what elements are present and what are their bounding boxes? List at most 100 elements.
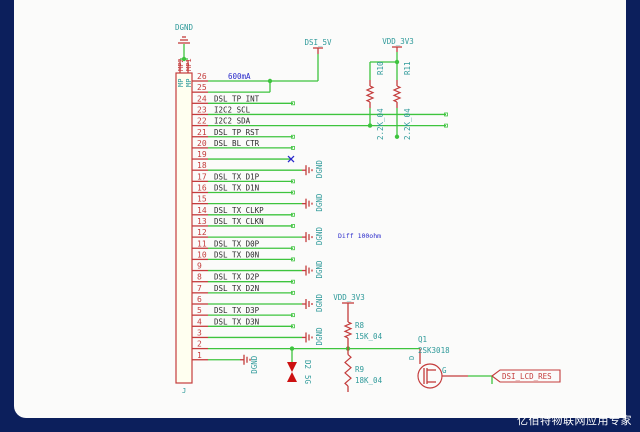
pin-number-5: 5 — [197, 306, 202, 315]
pin-number-26: 26 — [197, 72, 207, 81]
wire-end-marker — [291, 101, 295, 106]
current-annotation: 600mA — [228, 72, 251, 81]
mp-label: MP — [185, 79, 193, 87]
pin-number-19: 19 — [197, 150, 207, 159]
net-label-dsl_tx_d1n: DSL_TX_D1N — [214, 184, 259, 193]
r9-ref: R9 — [355, 365, 364, 374]
wire-end-marker — [291, 257, 295, 262]
net-label-dsl_tx_d2p: DSL_TX_D2P — [214, 273, 260, 282]
pin-number-9: 9 — [197, 262, 202, 271]
dgnd-label: DGND — [315, 160, 324, 179]
vdd-3v3-label: VDD_3V3 — [333, 293, 365, 302]
pin-number-16: 16 — [197, 184, 207, 193]
diff-impedance-note: Diff 100ohm — [338, 232, 381, 240]
net-label-dsl_tx_clkp: DSL_TX_CLKP — [214, 206, 264, 215]
wire-end-marker — [291, 179, 295, 184]
q1-value: 2SK3018 — [418, 346, 450, 355]
pin-number-11: 11 — [197, 239, 207, 248]
pin-number-23: 23 — [197, 105, 207, 114]
net-label-dsl_tx_d3p: DSL_TX_D3P — [214, 306, 260, 315]
r10-ref: R10 — [376, 61, 385, 75]
q1-gate-label: G — [442, 366, 447, 375]
wire-end-marker — [444, 123, 448, 128]
r11-body — [392, 85, 402, 103]
pin-number-8: 8 — [197, 273, 202, 282]
r10-value: 2.2K_04 — [376, 108, 385, 140]
junction-dot — [367, 123, 373, 128]
mp1-pin-label: MP1 — [185, 58, 193, 71]
mp2-pin-label: MP2 — [177, 58, 185, 71]
dgnd-label: DGND — [250, 355, 259, 374]
r11-ref: R11 — [403, 61, 412, 75]
tvs-diode-icon — [287, 372, 297, 382]
vdd-3v3-label: VDD_3V3 — [382, 37, 414, 46]
pin-number-12: 12 — [197, 228, 207, 237]
junction-dot — [394, 134, 400, 139]
dgnd-power-label: DGND — [175, 23, 194, 32]
net-label-dsl_tp_int: DSL_TP_INT — [214, 94, 260, 103]
pin-number-17: 17 — [197, 172, 207, 181]
wire-end-marker — [291, 145, 295, 150]
dgnd-label: DGND — [315, 193, 324, 212]
dsi-5v-label: DSI_5V — [304, 38, 332, 47]
r8-ref: R8 — [355, 321, 365, 330]
pin-number-25: 25 — [197, 83, 207, 92]
pin-number-3: 3 — [197, 328, 202, 337]
wire-end-marker — [291, 190, 295, 195]
wire-end-marker — [444, 112, 448, 117]
hier-label-box — [491, 369, 561, 383]
wire-end-marker — [291, 290, 295, 295]
r9-value: 18K_04 — [355, 376, 383, 385]
pin-number-10: 10 — [197, 250, 207, 259]
q1-drain-label: D — [408, 356, 416, 360]
r8-body — [343, 321, 353, 339]
watermark: 亿佰特物联网应用专家 — [517, 414, 632, 427]
net-label-i2c2_sda: I2C2_SDA — [214, 117, 251, 126]
connector-body — [175, 72, 193, 384]
r10-body — [365, 85, 375, 103]
wire-end-marker — [291, 279, 295, 284]
r8-value: 15K_04 — [355, 332, 383, 341]
net-label-dsl_tx_d1p: DSL_TX_D1P — [214, 172, 260, 181]
net-label-dsl_tp_rst: DSL_TP_RST — [214, 128, 260, 137]
dgnd-label: DGND — [315, 227, 324, 246]
junction-dot — [181, 56, 187, 62]
pin-number-14: 14 — [197, 206, 207, 215]
mosfet-icon — [417, 363, 443, 389]
connector-ref: J — [182, 387, 186, 395]
wire-end-marker — [291, 324, 295, 329]
no-connect-icon — [287, 155, 295, 163]
pin-number-21: 21 — [197, 128, 207, 137]
d2-ref: D2 — [303, 360, 312, 369]
tvs-diode-icon — [287, 362, 297, 372]
junction-dot — [289, 346, 295, 351]
mp-label: MP — [177, 79, 185, 87]
pin-number-18: 18 — [197, 161, 207, 170]
net-label-dsl_tx_d0n: DSL_TX_D0N — [214, 250, 259, 259]
wire-end-marker — [291, 313, 295, 318]
pin-number-2: 2 — [197, 340, 202, 349]
pin-number-1: 1 — [197, 351, 202, 360]
pin-number-15: 15 — [197, 195, 207, 204]
pin-number-13: 13 — [197, 217, 207, 226]
pin-number-22: 22 — [197, 117, 207, 126]
pin-number-4: 4 — [197, 317, 202, 326]
pin-number-7: 7 — [197, 284, 202, 293]
wire-end-marker — [291, 246, 295, 251]
net-label-dsl_tx_d2n: DSL_TX_D2N — [214, 284, 259, 293]
net-label-dsl_bl_ctr: DSL_BL_CTR — [214, 139, 260, 148]
r9-body — [344, 354, 352, 387]
pin-number-20: 20 — [197, 139, 207, 148]
net-label-i2c2_scl: I2C2_SCL — [214, 105, 251, 114]
q1-ref: Q1 — [418, 335, 427, 344]
pin-number-6: 6 — [197, 295, 202, 304]
d2-value: 5G — [303, 375, 312, 385]
dgnd-label: DGND — [315, 293, 324, 312]
net-label-dsl_tx_d3n: DSL_TX_D3N — [214, 317, 259, 326]
hier-label-dsi-lcd-res: DSI_LCD_RES — [502, 372, 552, 381]
net-label-dsl_tx_clkn: DSL_TX_CLKN — [214, 217, 264, 226]
wire-end-marker — [291, 224, 295, 228]
r11-value: 2.2K_04 — [403, 108, 412, 140]
